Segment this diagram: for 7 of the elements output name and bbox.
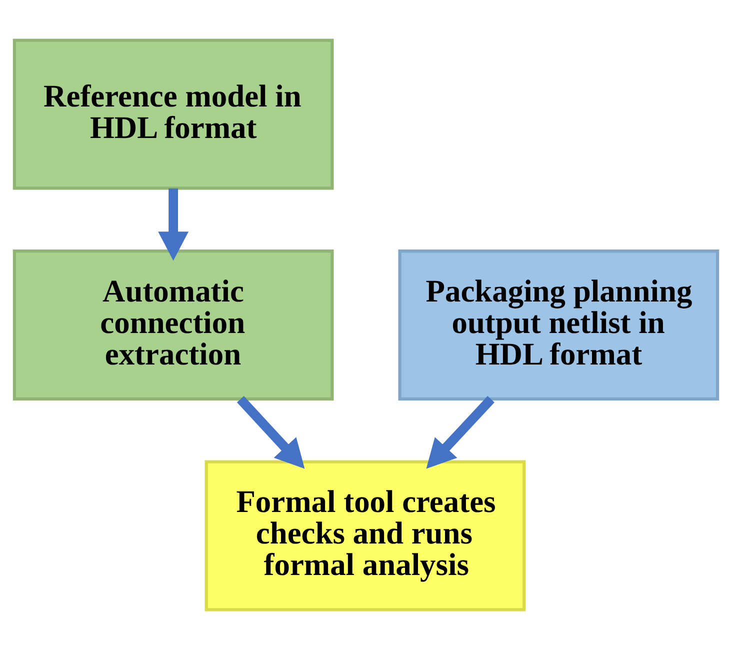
node-box: Reference model in HDL format	[12, 38, 334, 190]
arrow	[426, 395, 494, 468]
node-box: Packaging planning output netlist in HDL format	[398, 249, 720, 400]
arrow	[236, 396, 305, 468]
arrow	[158, 188, 189, 260]
node-box: Automatic connection extraction	[12, 249, 334, 400]
node-box: Formal tool creates checks and runs formal analysis	[204, 460, 526, 611]
